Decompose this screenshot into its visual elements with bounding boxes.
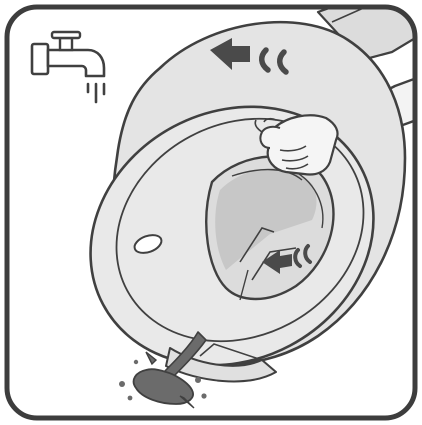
instruction-illustration	[0, 0, 422, 425]
illustration-panel	[0, 0, 422, 425]
